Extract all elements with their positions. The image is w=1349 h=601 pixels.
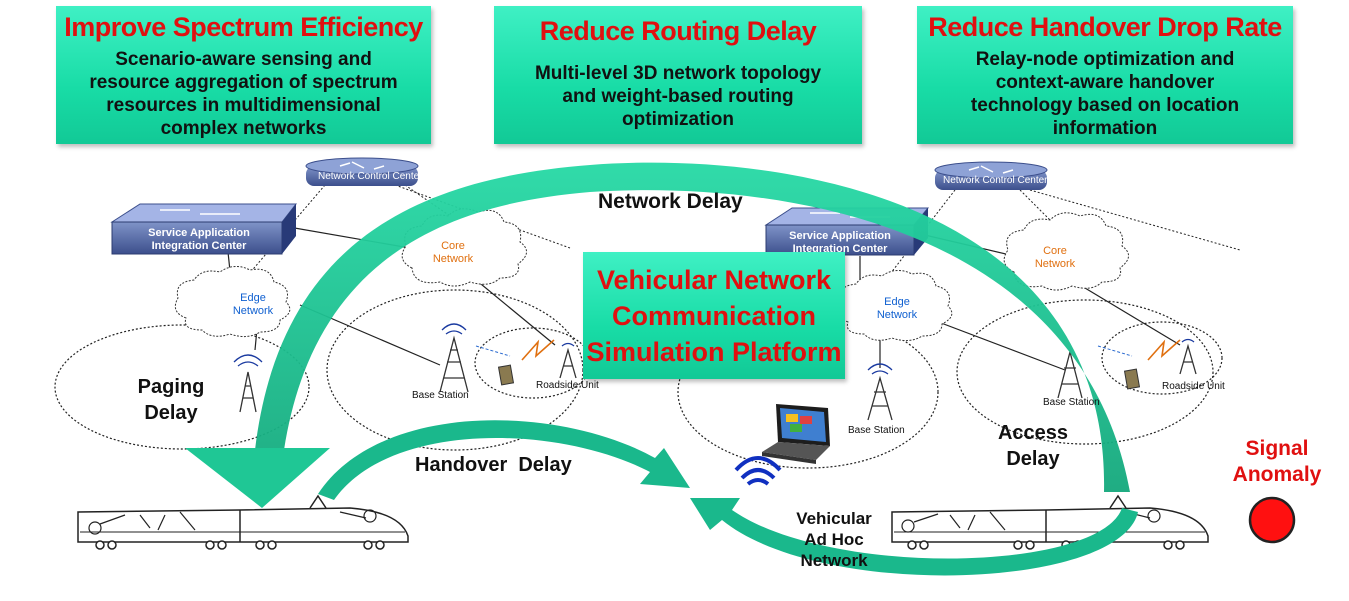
- roadside-unit-label-left: Roadside Unit: [536, 380, 599, 391]
- base-station-label-right: Base Station: [1043, 397, 1100, 408]
- goal-line: information: [1052, 118, 1158, 139]
- platform-line: Simulation Platform: [586, 337, 842, 367]
- goal-line: Scenario-aware sensing and: [115, 49, 372, 70]
- vanet-line: Vehicular: [796, 509, 872, 528]
- edge-cloud-left-icon: [174, 266, 291, 338]
- simulation-platform-box: Vehicular Network Communication Simulati…: [583, 252, 845, 379]
- paging-delay-label: Paging Delay: [128, 374, 214, 426]
- base-station-right-icon: [1057, 349, 1083, 399]
- vanet-line: Network: [800, 551, 868, 570]
- goal-description: Relay-node optimization and context-awar…: [917, 48, 1293, 140]
- goal-title: Reduce Routing Delay: [539, 16, 817, 46]
- base-station-label-mid: Base Station: [848, 425, 905, 436]
- core-cloud-right-icon: [1003, 212, 1129, 291]
- cloud-line: Core: [441, 240, 465, 252]
- access-delay-label: Access Delay: [990, 420, 1076, 472]
- goal-line: optimization: [622, 109, 734, 130]
- roadside-unit-left-icon: [559, 342, 577, 379]
- wireless-signal-icon: [734, 456, 782, 486]
- goal-description: Multi-level 3D network topology and weig…: [494, 62, 862, 131]
- radio-link-left-icon: [521, 339, 555, 361]
- core-network-label-right: Core Network: [1020, 245, 1090, 271]
- goal-line: complex networks: [160, 118, 327, 139]
- train-left-icon: [77, 494, 409, 550]
- terminal-device-right-icon: [1123, 368, 1141, 390]
- edge-network-label-left: Edge Network: [218, 292, 288, 318]
- terminal-device-left-icon: [497, 364, 515, 386]
- saic-line: Integration Center: [151, 240, 247, 252]
- tower-paging-icon: [233, 354, 263, 413]
- cloud-line: Network: [232, 305, 274, 317]
- platform-line: Communication: [611, 301, 816, 331]
- goal-line: Multi-level 3D network topology: [534, 63, 822, 84]
- goal-routing-delay: Reduce Routing Delay Multi-level 3D netw…: [494, 6, 862, 144]
- goal-description: Scenario-aware sensing and resource aggr…: [56, 48, 431, 140]
- vanet-return-arrow: [690, 498, 1138, 576]
- cloud-line: Edge: [240, 292, 266, 304]
- goal-title: Reduce Handover Drop Rate: [928, 12, 1282, 42]
- service-application-center-left-icon: [110, 203, 298, 255]
- cloud-line: Network: [1034, 258, 1076, 270]
- wireless-dash-right: [1097, 345, 1133, 357]
- handover-delay-arrow: [318, 420, 690, 500]
- vanet-label: Vehicular Ad Hoc Network: [784, 508, 884, 571]
- cloud-line: Network: [432, 253, 474, 265]
- cloud-line: Edge: [884, 296, 910, 308]
- delay-line: Access: [997, 422, 1069, 444]
- goal-line: and weight-based routing: [562, 86, 794, 107]
- delay-line: Delay: [1006, 448, 1060, 470]
- signal-anomaly-indicator: [1248, 496, 1296, 544]
- goal-handover-drop-rate: Reduce Handover Drop Rate Relay-node opt…: [917, 6, 1293, 144]
- saic-line: Service Application: [148, 227, 250, 239]
- delay-line: Delay: [144, 402, 198, 424]
- edge-cloud-right-icon: [836, 270, 953, 342]
- roadside-unit-right-icon: [1179, 338, 1197, 375]
- goal-title: Improve Spectrum Efficiency: [64, 12, 423, 42]
- base-station-label-left: Base Station: [412, 390, 469, 401]
- wireless-dash-left: [475, 345, 511, 357]
- vanet-line: Ad Hoc: [804, 530, 864, 549]
- platform-line: Vehicular Network: [596, 265, 832, 295]
- coverage-ellipse-left: [54, 324, 310, 450]
- saic-label-left: Service Application Integration Center: [116, 227, 282, 253]
- network-control-center-left-icon: [305, 157, 419, 186]
- cloud-line: Core: [1043, 245, 1067, 257]
- handover-delay-label: Handover Delay: [415, 454, 572, 476]
- saic-line: Service Application: [789, 230, 891, 242]
- ncc-label-left: Network Control Center: [318, 171, 423, 182]
- edge-network-label-right: Edge Network: [862, 296, 932, 322]
- network-control-center-right-icon: [934, 161, 1048, 190]
- core-network-label-left: Core Network: [418, 240, 488, 266]
- goal-line: resources in multidimensional: [106, 95, 381, 116]
- goal-line: technology based on location: [970, 95, 1240, 116]
- rsu-ellipse-right: [1101, 321, 1223, 395]
- signal-line: Anomaly: [1232, 463, 1322, 486]
- ncc-label-right: Network Control Center: [943, 175, 1048, 186]
- coverage-ellipse-right: [956, 299, 1214, 445]
- base-station-left-icon: [439, 323, 469, 393]
- network-delay-label: Network Delay: [598, 190, 743, 213]
- roadside-unit-label-right: Roadside Unit: [1162, 381, 1225, 392]
- train-right-icon: [891, 494, 1209, 550]
- goal-line: Relay-node optimization and: [975, 49, 1235, 70]
- radio-link-right-icon: [1147, 339, 1181, 361]
- delay-line: Paging: [137, 376, 205, 398]
- laptop-icon: [762, 404, 830, 464]
- base-station-mid-icon: [867, 363, 893, 421]
- network-delay-arrow: [185, 162, 1130, 508]
- signal-anomaly-label: Signal Anomaly: [1222, 436, 1332, 488]
- cloud-line: Network: [876, 309, 918, 321]
- goal-line: resource aggregation of spectrum: [89, 72, 398, 93]
- signal-line: Signal: [1245, 437, 1309, 460]
- goal-line: context-aware handover: [995, 72, 1215, 93]
- goal-spectrum-efficiency: Improve Spectrum Efficiency Scenario-awa…: [56, 6, 431, 144]
